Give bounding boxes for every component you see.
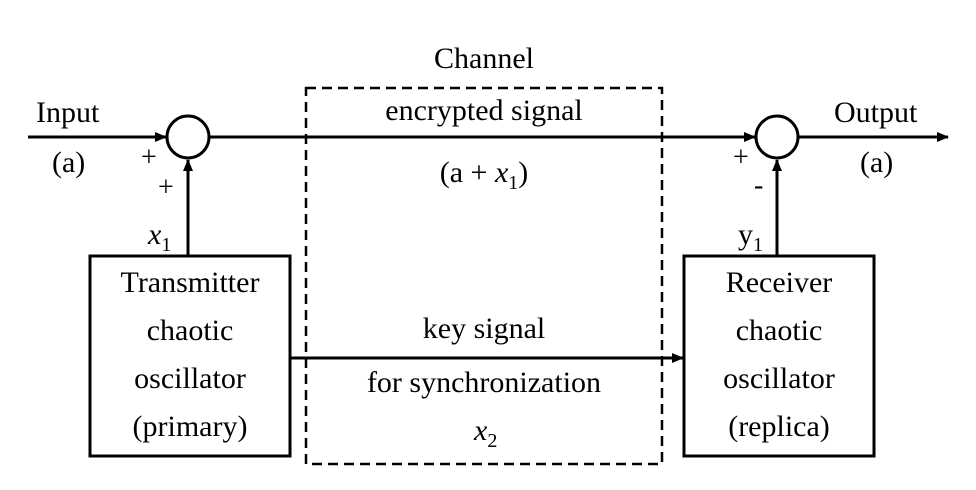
- output-sign-bottom: -: [754, 170, 763, 201]
- receiver-line-4: (replica): [728, 410, 830, 443]
- encrypted-signal-expression: (a + x1): [440, 156, 529, 194]
- receiver-line-1: Receiver: [726, 266, 833, 299]
- output-sign-left: +: [733, 142, 749, 173]
- transmitter-signal-label: x1: [147, 218, 171, 256]
- transmitter-block: [88, 254, 292, 458]
- channel-title: Channel: [434, 42, 534, 75]
- transmitter-line-4: (primary): [133, 410, 248, 443]
- receiver-summing-junction: [754, 114, 800, 160]
- input-sign-bottom: +: [158, 172, 174, 203]
- encrypted-signal-label: encrypted signal: [385, 94, 582, 127]
- key-signal-purpose: for synchronization: [367, 366, 601, 399]
- output-label: Output: [834, 96, 918, 129]
- transmitter-line-3: oscillator: [134, 362, 246, 395]
- input-sign-left: +: [141, 142, 157, 173]
- receiver-signal-label: y1: [738, 218, 763, 256]
- channel-region: [304, 86, 664, 466]
- transmitter-line-1: Transmitter: [121, 266, 260, 299]
- key-signal-variable: x2: [473, 414, 497, 452]
- output-value: (a): [860, 146, 893, 179]
- receiver-line-2: chaotic: [736, 314, 823, 347]
- receiver-block: [682, 254, 876, 458]
- receiver-line-3: oscillator: [723, 362, 835, 395]
- input-value: (a): [52, 146, 85, 179]
- transmitter-summing-junction: [165, 114, 211, 160]
- transmitter-line-2: chaotic: [147, 314, 234, 347]
- input-label: Input: [36, 96, 100, 129]
- key-signal-label: key signal: [423, 312, 545, 345]
